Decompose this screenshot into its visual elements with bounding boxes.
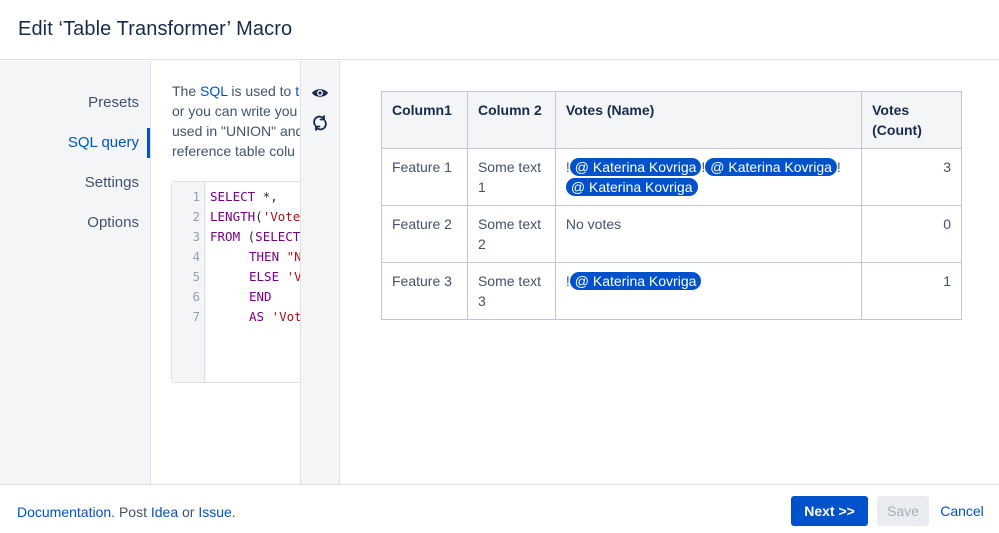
- votes-cell: No votes: [554, 205, 863, 263]
- refresh-icon[interactable]: [310, 113, 330, 133]
- table-row: Feature 2 Some text 2 No votes 0: [381, 205, 962, 263]
- sql-link[interactable]: SQL: [200, 83, 228, 99]
- idea-link[interactable]: Idea: [150, 504, 179, 520]
- dialog-header: Edit ‘Table Transformer’ Macro: [0, 0, 999, 60]
- sidebar-item-settings[interactable]: Settings: [84, 174, 139, 191]
- count-cell: 3: [861, 148, 962, 206]
- count-cell: 1: [861, 262, 962, 320]
- eye-icon[interactable]: [310, 83, 330, 103]
- code-line: SELECT *,: [210, 189, 278, 204]
- footer-links: Documentation. Post Idea or Issue.: [17, 504, 236, 520]
- line-number: 7: [192, 309, 200, 324]
- dialog-footer: Documentation. Post Idea or Issue. Next …: [0, 484, 999, 533]
- column-header: Votes (Name): [554, 91, 863, 149]
- code-line: LENGTH('Vote: [210, 209, 300, 224]
- votes-cell: !@ Katerina Kovriga: [554, 262, 863, 320]
- column-header: Votes (Count): [861, 91, 962, 149]
- code-text-area[interactable]: SELECT *, LENGTH('Vote FROM (SELECT THEN…: [206, 182, 300, 382]
- line-number: 4: [192, 249, 200, 264]
- table-header-row: Column1 Column 2 Votes (Name) Votes (Cou…: [381, 91, 962, 149]
- description-line-1: The SQL is used to tr: [172, 81, 300, 101]
- table-cell: Some text 1: [466, 148, 556, 206]
- table-cell: Some text 3: [466, 262, 556, 320]
- table-row: Feature 1 Some text 1 !@ Katerina Kovrig…: [381, 148, 962, 206]
- cancel-button[interactable]: Cancel: [940, 503, 984, 519]
- description-link[interactable]: tr: [295, 83, 300, 99]
- description-line-3: used in "UNION" and: [172, 123, 300, 139]
- sidebar-item-presets[interactable]: Presets: [88, 94, 139, 111]
- description-line-4: reference table colu: [172, 143, 295, 159]
- line-number: 3: [192, 229, 200, 244]
- dialog-title: Edit ‘Table Transformer’ Macro: [18, 18, 293, 40]
- user-mention[interactable]: @ Katerina Kovriga: [569, 272, 702, 290]
- sidebar-item-options[interactable]: Options: [87, 214, 139, 231]
- issue-link[interactable]: Issue: [198, 504, 232, 520]
- next-button[interactable]: Next >>: [791, 496, 868, 526]
- user-mention[interactable]: @ Katerina Kovriga: [569, 158, 702, 176]
- line-number: 6: [192, 289, 200, 304]
- line-number: 2: [192, 209, 200, 224]
- table-preview: Column1 Column 2 Votes (Name) Votes (Cou…: [341, 61, 999, 484]
- description-line-2: or you can write you: [172, 103, 298, 119]
- code-gutter: 1 2 3 4 5 6 7: [172, 182, 205, 382]
- table-cell: Some text 2: [466, 205, 556, 263]
- table-cell: Feature 1: [381, 148, 468, 206]
- code-line: END: [249, 289, 272, 304]
- votes-cell: !@ Katerina Kovriga!@ Katerina Kovriga! …: [554, 148, 863, 206]
- column-header: Column1: [381, 91, 468, 149]
- table-cell: Feature 2: [381, 205, 468, 263]
- result-table: Column1 Column 2 Votes (Name) Votes (Cou…: [381, 91, 962, 320]
- table-row: Feature 3 Some text 3 !@ Katerina Kovrig…: [381, 262, 962, 320]
- sql-code-editor[interactable]: 1 2 3 4 5 6 7 SELECT *, LENGTH('Vote FRO…: [171, 181, 300, 383]
- column-header: Column 2: [466, 91, 556, 149]
- line-number: 5: [192, 269, 200, 284]
- table-cell: Feature 3: [381, 262, 468, 320]
- sidebar-nav: Presets SQL query Settings Options: [0, 61, 151, 484]
- user-mention[interactable]: @ Katerina Kovriga: [705, 158, 837, 176]
- editor-toolbar: [300, 61, 340, 484]
- line-number: 1: [192, 189, 200, 204]
- count-cell: 0: [861, 205, 962, 263]
- sql-editor-panel: The SQL is used to tr or you can write y…: [151, 61, 300, 484]
- code-line: ELSE 'V: [249, 269, 300, 284]
- sidebar-item-sql-query[interactable]: SQL query: [0, 128, 150, 158]
- code-line: THEN "N: [249, 249, 300, 264]
- code-line: AS 'Vot: [249, 309, 300, 324]
- code-line: FROM (SELECT: [210, 229, 300, 244]
- sql-description: The SQL is used to tr or you can write y…: [172, 81, 300, 161]
- save-button[interactable]: Save: [877, 496, 929, 526]
- documentation-link[interactable]: Documentation: [17, 504, 112, 520]
- user-mention[interactable]: @ Katerina Kovriga: [565, 178, 698, 196]
